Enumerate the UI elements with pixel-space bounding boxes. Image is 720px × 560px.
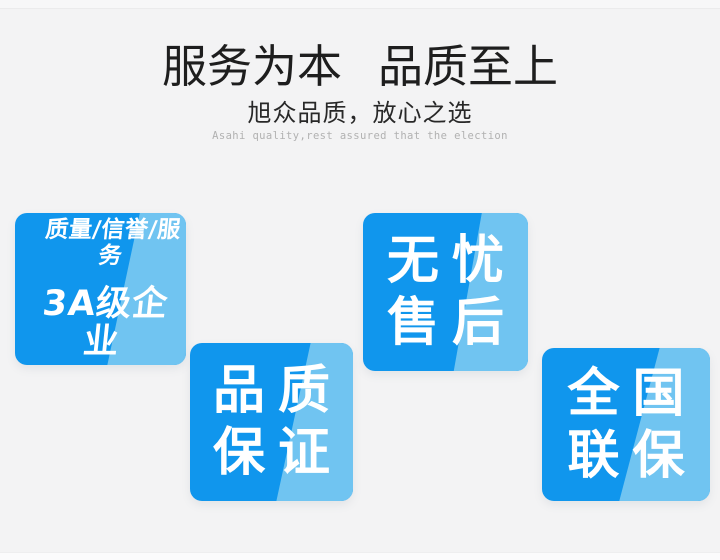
badge-nationwide-warranty-content: 全国 联保 bbox=[542, 348, 710, 501]
badge-3a-enterprise: 质量/信誉/服务 3A级企业 bbox=[15, 213, 186, 365]
page-title: 服务为本品质至上 bbox=[0, 41, 720, 93]
badge-aftersales-line1: 无忧 bbox=[386, 231, 517, 291]
page-subtitle-english: Asahi quality,rest assured that the elec… bbox=[212, 130, 508, 142]
top-divider-band bbox=[0, 0, 720, 9]
badge-quality-line1: 品质 bbox=[212, 361, 343, 421]
badge-3a-enterprise-content: 质量/信誉/服务 3A级企业 bbox=[15, 213, 186, 365]
badge-nationwide-warranty: 全国 联保 bbox=[542, 348, 710, 501]
page-subtitle: 旭众品质，放心之选 bbox=[247, 101, 473, 127]
badge-3a-line1: 质量/信誉/服务 bbox=[44, 217, 183, 269]
badge-quality-line2: 保证 bbox=[212, 423, 343, 483]
badge-aftersales-line2: 售后 bbox=[386, 293, 517, 353]
badge-quality-assurance-content: 品质 保证 bbox=[190, 343, 353, 501]
badge-3a-line2: 3A级企业 bbox=[40, 284, 171, 362]
badge-worry-free-aftersales-content: 无忧 售后 bbox=[363, 213, 528, 371]
badge-warranty-line1: 全国 bbox=[567, 363, 698, 424]
page-title-part2: 品质至上 bbox=[378, 41, 559, 92]
badge-worry-free-aftersales: 无忧 售后 bbox=[363, 213, 528, 371]
badge-warranty-line2: 联保 bbox=[567, 425, 698, 486]
badge-quality-assurance: 品质 保证 bbox=[190, 343, 353, 501]
bottom-divider-band bbox=[0, 552, 720, 560]
page-title-part1: 服务为本 bbox=[161, 41, 342, 92]
